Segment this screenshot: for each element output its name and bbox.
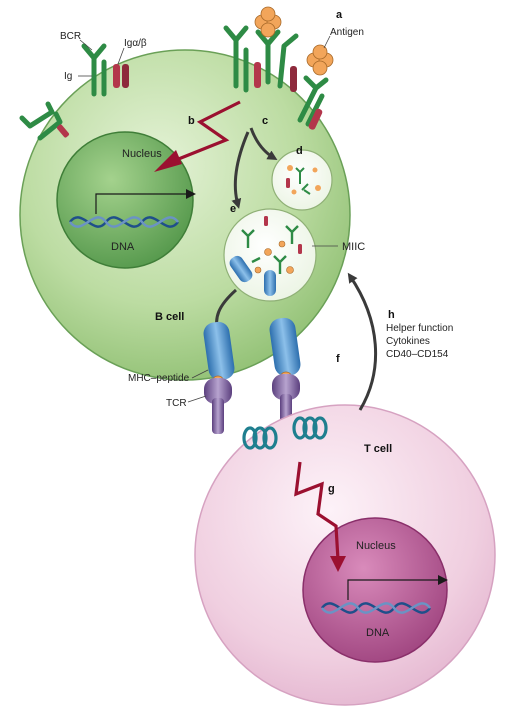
mhc-peptide-leader [191, 369, 209, 379]
endosome-vesicle-d [271, 149, 333, 211]
step-letter-a: a [336, 9, 343, 21]
b-cell-nucleus [56, 131, 194, 269]
b-cell-transcription-arrow [95, 189, 196, 214]
bcr-leader [79, 39, 93, 51]
helper-function-label: Helper function [386, 323, 453, 334]
bcr-label: BCR [60, 31, 81, 42]
step-letter-e: e [230, 203, 236, 215]
t-nucleus-label: Nucleus [356, 540, 396, 552]
b-nucleus-label: Nucleus [122, 148, 162, 160]
cd40-cd154-label: CD40–CD154 [386, 349, 449, 360]
b-cell-dna-helix [69, 216, 179, 228]
miic-compartment [223, 208, 317, 302]
t-cell-label: T cell [364, 443, 392, 455]
ig-label: Ig [64, 71, 72, 82]
helper-function-arrow [347, 272, 378, 411]
step-letter-h: h [388, 309, 395, 321]
tcr-label: TCR [166, 398, 187, 409]
endocytosis-arrow-d [249, 127, 278, 161]
t-cell-dna-helix [321, 602, 431, 614]
tcr-complex-left [204, 378, 232, 434]
b-signal-bolt [154, 100, 241, 172]
antigen-particle-2 [306, 44, 334, 76]
antigen-label: Antigen [330, 27, 364, 38]
cd3-coil-left [242, 426, 278, 450]
bcr-receptor-top [81, 43, 129, 97]
b-cell-label: B cell [155, 311, 184, 323]
cytokines-label: Cytokines [386, 336, 430, 347]
bcr-receptor-left [19, 101, 69, 141]
bcr-receptor-cluster-antigen [223, 25, 329, 130]
miic-label: MIIC [342, 241, 365, 253]
t-signal-bolt [294, 461, 346, 572]
cd3-coil-right [292, 416, 328, 440]
ig-alpha-beta-label: Igα/β [124, 38, 147, 49]
t-dna-label: DNA [366, 627, 390, 639]
antigen-leader [323, 35, 331, 49]
b-dna-label: DNA [111, 241, 135, 253]
t-cell-transcription-arrow [347, 575, 448, 600]
antigen-particle-1 [254, 6, 282, 38]
mhc-peptide-label: MHC–peptide [128, 373, 190, 384]
step-letter-b: b [188, 115, 195, 127]
ig-ab-leader [117, 47, 125, 65]
step-letter-d: d [296, 145, 303, 157]
step-letter-f: f [336, 353, 340, 365]
step-letter-g: g [328, 483, 335, 495]
endocytosis-arrow-e [231, 131, 250, 209]
step-letter-c: c [262, 115, 268, 127]
tcr-leader [187, 395, 207, 403]
